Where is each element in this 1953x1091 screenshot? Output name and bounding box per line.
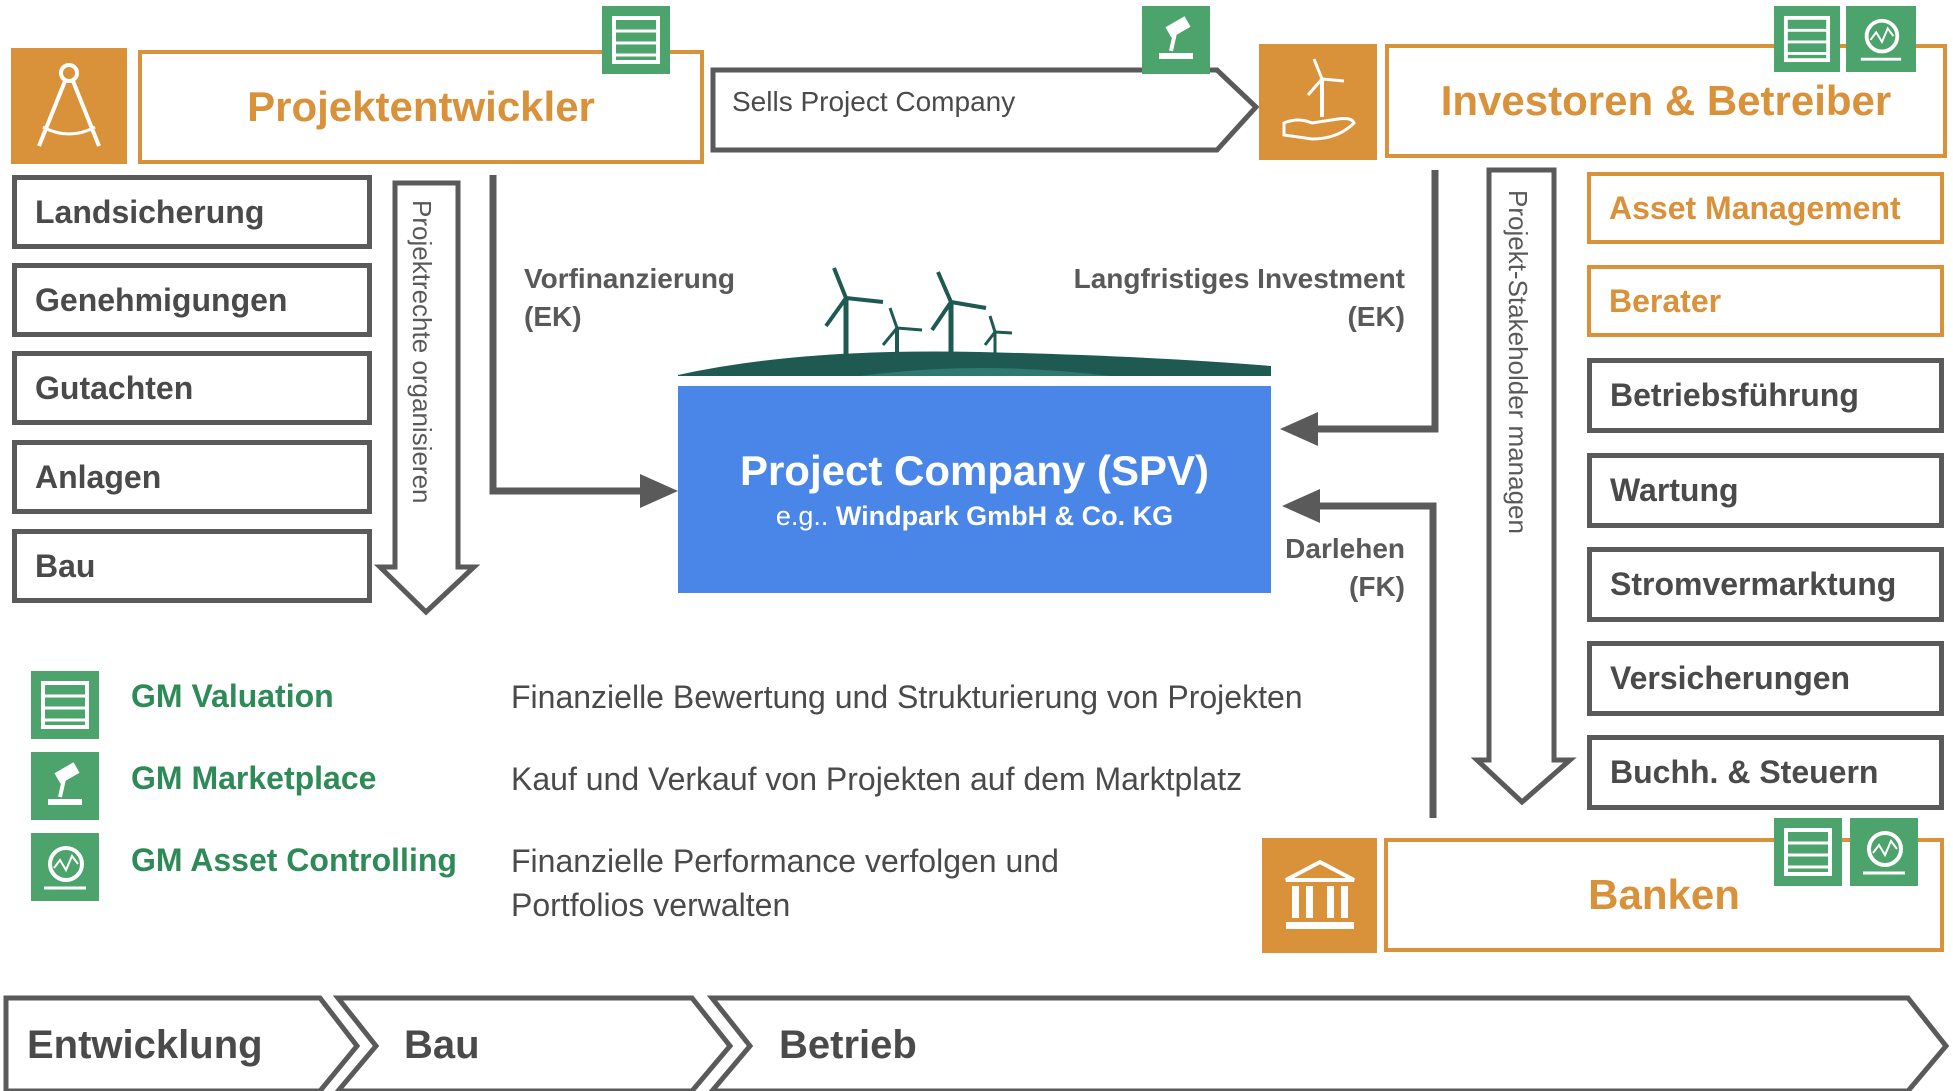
hand-turbine-icon xyxy=(1259,44,1377,160)
vertical-label-right: Projekt-Stakeholder managen xyxy=(1503,190,1533,534)
phase-label: Bau xyxy=(404,1023,480,1067)
phase-betrieb xyxy=(706,995,1950,1091)
list-item: Buchh. & Steuern xyxy=(1587,735,1944,810)
chart-magnifier-icon xyxy=(31,833,99,901)
list-item: Versicherungen xyxy=(1587,641,1944,716)
list-item: Stromvermarktung xyxy=(1587,547,1944,622)
darlehen-label: Darlehen (FK) xyxy=(1285,533,1405,602)
legend-desc: Finanzielle Performance verfolgen und Po… xyxy=(511,843,1059,923)
gavel-icon xyxy=(1142,6,1210,74)
compass-icon xyxy=(11,48,127,164)
list-item: Landsicherung xyxy=(12,175,372,249)
list-item: Wartung xyxy=(1587,453,1944,528)
gavel-icon xyxy=(31,752,99,820)
vorfinanzierung-arrowhead xyxy=(640,474,678,508)
list-item: Genehmigungen xyxy=(12,263,372,337)
abacus-icon xyxy=(31,671,99,739)
developer-box: Projektentwickler xyxy=(138,50,704,164)
abacus-icon xyxy=(1774,6,1840,72)
vertical-label-left: Projektrechte organisieren xyxy=(407,200,437,504)
list-item: Anlagen xyxy=(12,440,372,514)
hill-highlight xyxy=(860,368,1110,376)
investors-title: Investoren & Betreiber xyxy=(1440,77,1892,124)
list-item: Berater xyxy=(1587,265,1944,337)
legend-name: GM Valuation xyxy=(131,678,334,714)
darlehen-arrowhead xyxy=(1282,489,1320,523)
langfristig-line xyxy=(1310,170,1439,433)
chart-magnifier-icon xyxy=(1846,6,1916,72)
wind-turbine-icon xyxy=(930,271,987,356)
spv-title: Project Company (SPV) xyxy=(739,447,1210,494)
legend-name: GM Asset Controlling xyxy=(131,842,457,878)
list-item: Asset Management xyxy=(1587,172,1944,244)
phase-bau xyxy=(332,995,734,1091)
wind-turbine-icon xyxy=(881,307,923,358)
phase-label: Betrieb xyxy=(779,1023,917,1067)
hill-shape xyxy=(678,351,1271,376)
spv-box: Project Company (SPV) e.g.. Windpark Gmb… xyxy=(678,386,1271,593)
legend-name: GM Marketplace xyxy=(131,760,377,796)
langfristig-label: Langfristiges Investment (EK) xyxy=(1073,263,1405,332)
chart-magnifier-icon xyxy=(1850,818,1918,886)
abacus-icon xyxy=(602,6,670,74)
stakeholder-arrow xyxy=(1470,167,1577,806)
banks-title: Banken xyxy=(1588,871,1740,918)
langfristig-arrowhead xyxy=(1280,412,1318,446)
legend-desc: Finanzielle Bewertung und Strukturierung… xyxy=(511,679,1303,715)
sells-arrow xyxy=(710,67,1260,153)
wind-turbine-icon xyxy=(824,267,884,358)
list-item: Bau xyxy=(12,529,372,603)
vorfinanzierung-line xyxy=(489,175,650,495)
bank-icon xyxy=(1262,838,1377,953)
projektrechte-arrow xyxy=(373,180,481,616)
vorfinanzierung-label: Vorfinanzierung (EK) xyxy=(524,263,736,332)
phase-entwicklung xyxy=(3,995,361,1091)
sells-label: Sells Project Company xyxy=(732,86,1016,117)
list-item: Betriebsführung xyxy=(1587,358,1944,433)
developer-title: Projektentwickler xyxy=(247,83,595,130)
phase-label: Entwicklung xyxy=(27,1023,263,1067)
wind-turbine-icon xyxy=(983,315,1013,358)
darlehen-line xyxy=(1312,502,1437,818)
abacus-icon xyxy=(1774,818,1842,886)
legend-desc: Kauf und Verkauf von Projekten auf dem M… xyxy=(511,761,1243,797)
list-item: Gutachten xyxy=(12,351,372,425)
spv-subtitle: e.g.. Windpark GmbH & Co. KG xyxy=(775,501,1174,531)
